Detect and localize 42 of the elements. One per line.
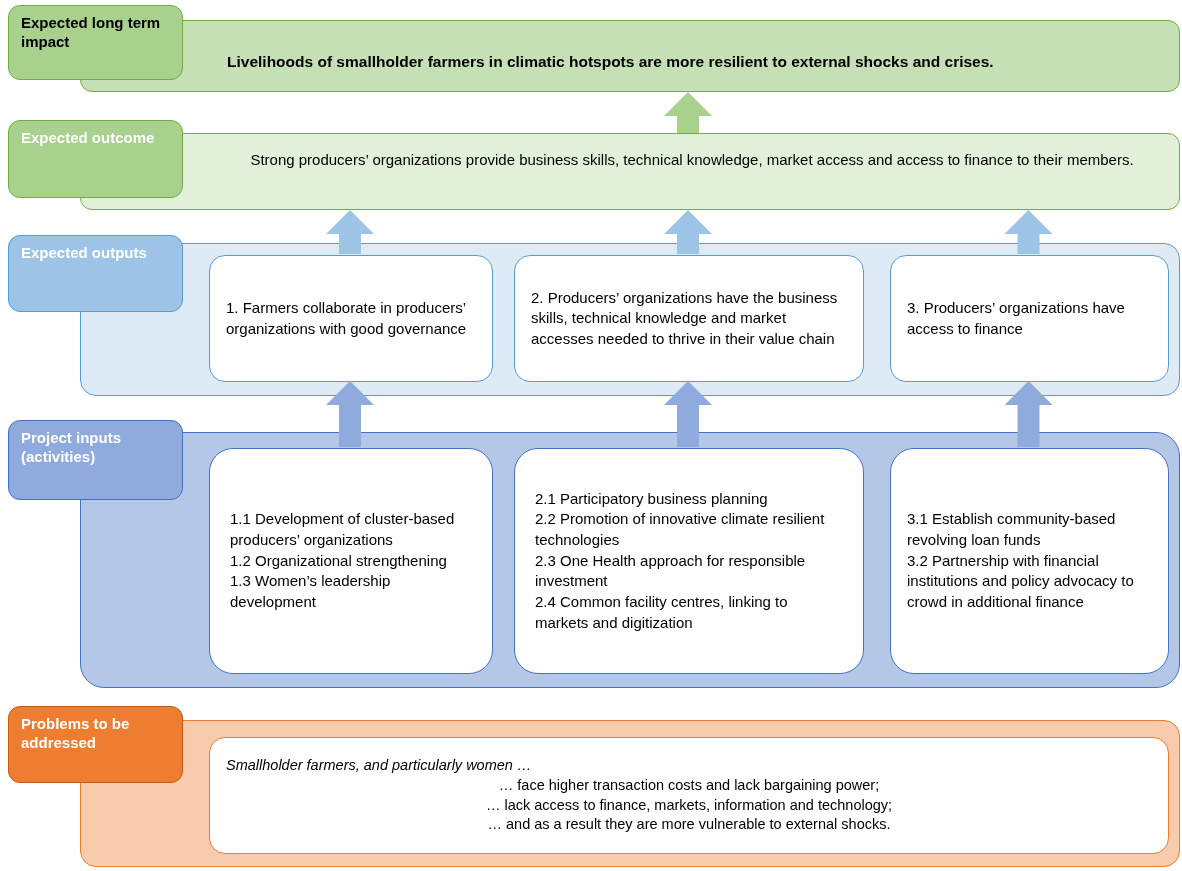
level-tab bbox=[8, 120, 183, 198]
level-tab bbox=[8, 420, 183, 500]
node-text: Strong producers’ organizations provide business skills, technical knowledge, market access and access to finance to their members. bbox=[250, 150, 1134, 170]
node-text: 1.1 Development of cluster-based producers’ organizations bbox=[230, 509, 456, 551]
node-text: Livelihoods of smallholder farmers in climatic hotspots are more resilient to external shocks and crises. bbox=[227, 52, 994, 72]
output-box bbox=[209, 255, 493, 382]
node-text: Expected outputs bbox=[21, 244, 147, 263]
node-text: 2. Producers’ organizations have the business skills, technical knowledge and market accesses needed to thrive in their value chain bbox=[531, 287, 839, 349]
block-arrow bbox=[664, 92, 712, 133]
node-text: 2.1 Participatory business planning bbox=[535, 488, 769, 509]
activity-box bbox=[514, 448, 864, 674]
node-text: Expected long term impact bbox=[21, 14, 162, 52]
block-arrow bbox=[664, 210, 712, 254]
level-tab bbox=[8, 5, 183, 80]
node-text: 2.3 One Health approach for responsible investment bbox=[535, 550, 807, 592]
block-arrow bbox=[664, 381, 712, 447]
level-tab bbox=[8, 706, 183, 783]
node-text: 2.4 Common facility centres, linking to markets and digitization bbox=[535, 591, 789, 633]
output-box bbox=[890, 255, 1169, 382]
activity-box bbox=[890, 448, 1169, 674]
node-text: … face higher transaction costs and lack bargaining power; bbox=[497, 775, 881, 795]
node-text: 2.2 Promotion of innovative climate resilient technologies bbox=[535, 509, 826, 551]
node-text: Expected outcome bbox=[21, 129, 155, 148]
level-tab bbox=[8, 235, 183, 312]
node-text: Problems to be addressed bbox=[21, 715, 131, 753]
output-box bbox=[514, 255, 864, 382]
node-text: 3. Producers’ organizations have access to finance bbox=[907, 297, 1126, 339]
node-text: Project inputs (activities) bbox=[21, 429, 122, 467]
activity-box bbox=[209, 448, 493, 674]
node-text: … lack access to finance, markets, information and technology; bbox=[484, 795, 894, 815]
node-text: 3.2 Partnership with financial institutions and policy advocacy to crowd in additional finance bbox=[907, 550, 1135, 612]
node-text: Smallholder farmers, and particularly women … bbox=[226, 755, 533, 775]
block-arrow bbox=[1004, 381, 1053, 447]
node-text: 1.2 Organizational strengthening bbox=[230, 550, 448, 571]
node-text: 1. Farmers collaborate in producers’ organizations with good governance bbox=[226, 297, 468, 339]
node-text: 1.3 Women’s leadership development bbox=[230, 571, 392, 612]
node-text: 3.1 Establish community-based revolving loan funds bbox=[907, 509, 1117, 551]
block-arrow bbox=[326, 381, 374, 447]
problem-box bbox=[209, 737, 1169, 854]
block-arrow bbox=[1004, 210, 1053, 254]
block-arrow bbox=[326, 210, 374, 254]
node-text: … and as a result they are more vulnerable to external shocks. bbox=[486, 815, 892, 835]
